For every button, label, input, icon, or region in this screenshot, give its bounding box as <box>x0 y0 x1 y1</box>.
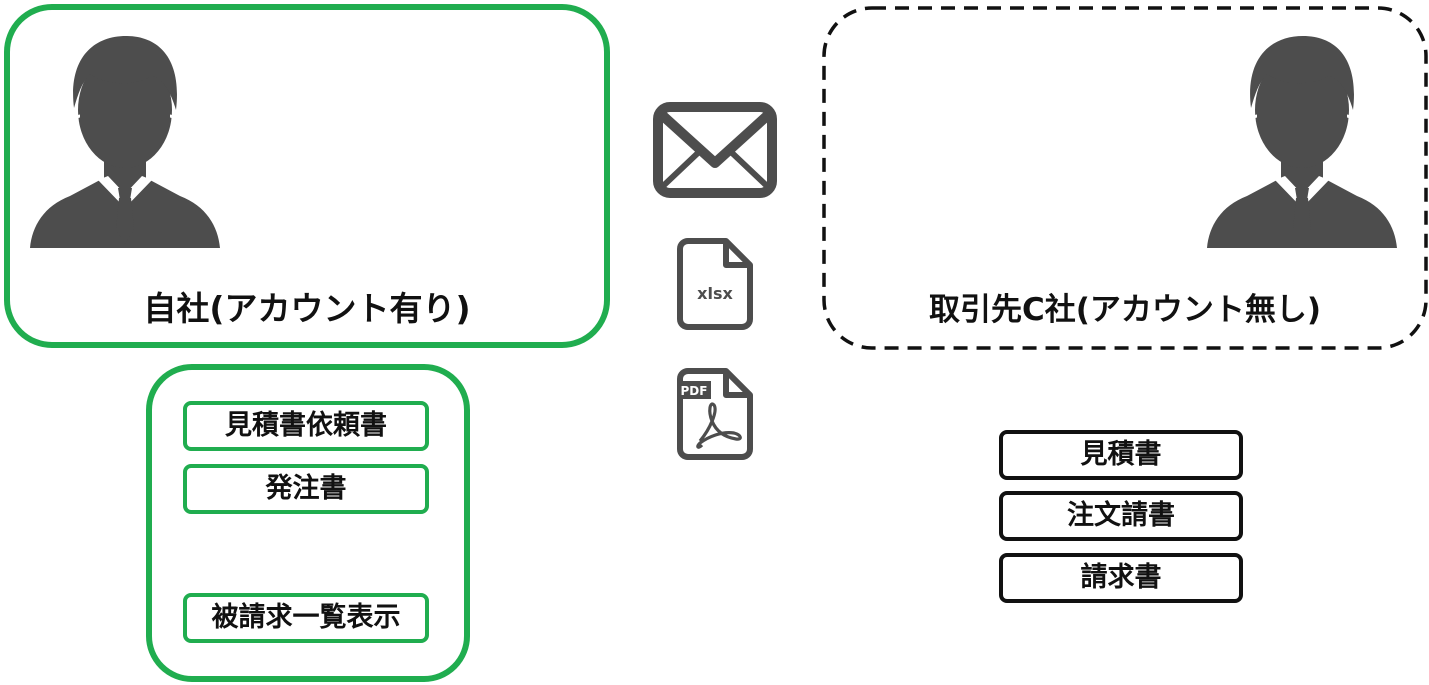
own-document-billed-list: 被請求一覧表示 <box>183 593 429 643</box>
partner-document-invoice: 請求書 <box>999 553 1243 603</box>
own-company-box <box>4 4 610 348</box>
user-avatar-icon <box>30 36 220 248</box>
pdf-label: PDF <box>681 384 708 398</box>
own-documents-box <box>146 364 470 682</box>
partner-company-box <box>822 6 1428 350</box>
own-company-title: 自社(アカウント有り) <box>143 289 471 328</box>
own-document-purchase-order: 発注書 <box>183 464 429 514</box>
partner-company-title: 取引先C社(アカウント無し) <box>928 292 1322 328</box>
pdf-file-icon: PDF <box>677 368 753 460</box>
acrobat-icon <box>696 402 742 449</box>
own-document-estimate-request: 見積書依頼書 <box>183 401 429 451</box>
envelope-icon <box>653 102 777 198</box>
xlsx-label: xlsx <box>697 284 733 303</box>
partner-document-order-confirmation: 注文請書 <box>999 491 1243 541</box>
xlsx-file-icon: xlsx <box>677 238 753 330</box>
partner-document-estimate: 見積書 <box>999 430 1243 480</box>
partner-avatar-icon <box>1207 36 1397 248</box>
